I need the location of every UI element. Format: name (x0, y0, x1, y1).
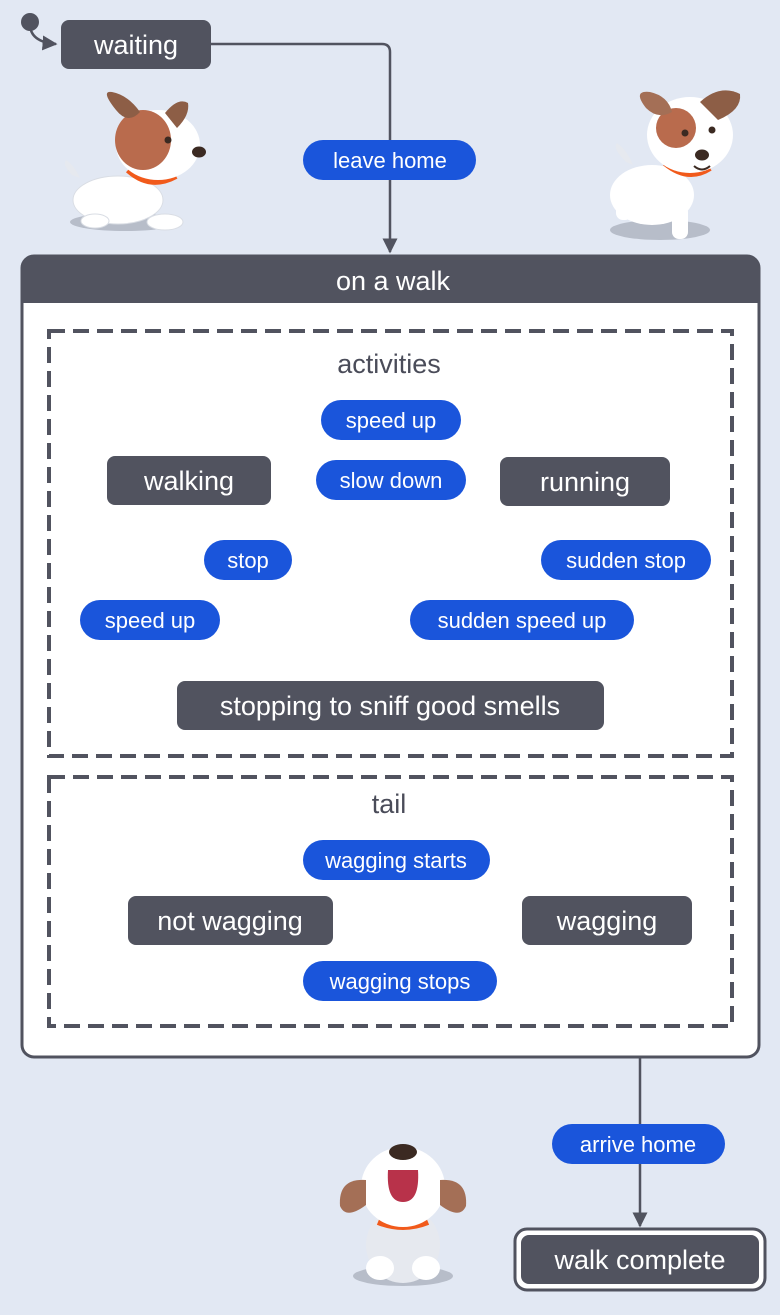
label-speed-up-top[interactable]: speed up (321, 400, 461, 440)
on-a-walk-title: on a walk (336, 266, 451, 296)
running-label: running (540, 467, 630, 497)
not-wagging-label: not wagging (157, 906, 303, 936)
state-waiting[interactable]: waiting (61, 20, 211, 69)
svg-text:speed up: speed up (346, 408, 437, 433)
walking-label: walking (143, 466, 234, 496)
label-speed-up-left[interactable]: speed up (80, 600, 220, 640)
walk-complete-label: walk complete (553, 1245, 725, 1275)
label-leave-home[interactable]: leave home (303, 140, 476, 180)
label-wagging-starts[interactable]: wagging starts (303, 840, 490, 880)
svg-text:sudden stop: sudden stop (566, 548, 686, 573)
svg-text:slow down: slow down (340, 468, 443, 493)
state-walk-complete[interactable]: walk complete (513, 1227, 767, 1292)
waiting-label: waiting (93, 30, 178, 60)
edge-leave-home (211, 42, 398, 254)
label-arrive-home[interactable]: arrive home (552, 1124, 725, 1164)
wagging-label: wagging (556, 906, 658, 936)
svg-text:wagging starts: wagging starts (324, 848, 467, 873)
state-wagging[interactable]: wagging (522, 896, 692, 945)
label-stop[interactable]: stop (204, 540, 292, 580)
label-sudden-speed-up[interactable]: sudden speed up (410, 600, 634, 640)
svg-text:speed up: speed up (105, 608, 196, 633)
state-not-wagging[interactable]: not wagging (128, 896, 333, 945)
state-running[interactable]: running (500, 457, 670, 506)
svg-text:arrive home: arrive home (580, 1132, 696, 1157)
region-tail: tail (47, 775, 734, 1028)
puppy-lying-icon (64, 91, 206, 231)
svg-text:stop: stop (227, 548, 269, 573)
label-wagging-stops[interactable]: wagging stops (303, 961, 497, 1001)
state-sniffing[interactable]: stopping to sniff good smells (177, 681, 604, 730)
state-walking[interactable]: walking (107, 456, 271, 505)
svg-text:sudden speed up: sudden speed up (438, 608, 607, 633)
label-sudden-stop[interactable]: sudden stop (541, 540, 711, 580)
region-activities: activities (47, 329, 734, 758)
initial-dot-top (21, 13, 39, 31)
activities-label: activities (337, 349, 441, 379)
puppy-standing-icon (610, 90, 741, 240)
svg-text:leave home: leave home (333, 148, 447, 173)
sniffing-label: stopping to sniff good smells (220, 691, 560, 721)
label-slow-down[interactable]: slow down (316, 460, 466, 500)
svg-text:wagging stops: wagging stops (329, 969, 471, 994)
puppy-sitting-icon (339, 1144, 467, 1286)
tail-label: tail (372, 789, 407, 819)
